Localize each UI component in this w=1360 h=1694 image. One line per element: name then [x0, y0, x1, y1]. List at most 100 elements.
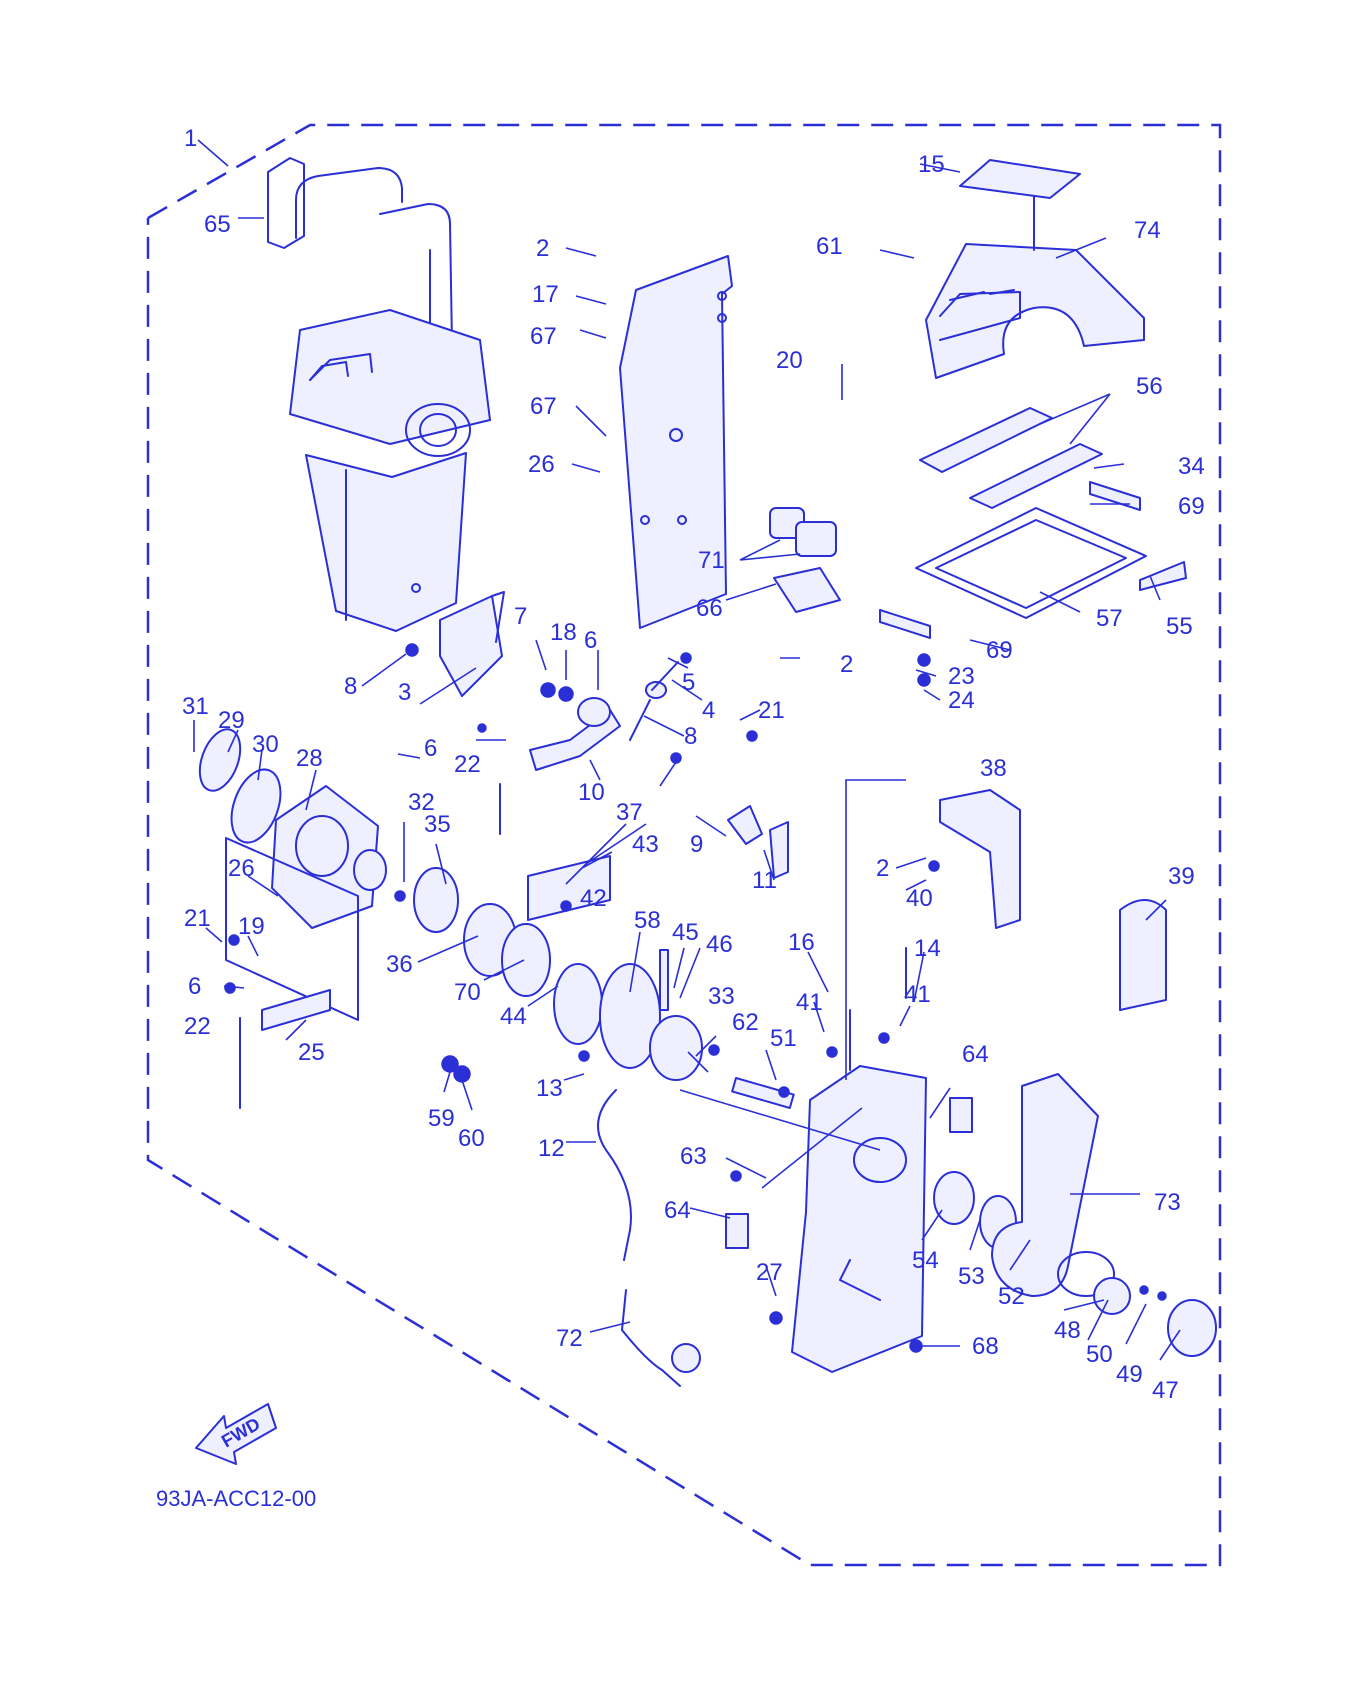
callout-label: 50	[1086, 1341, 1113, 1368]
callout-label: 8	[344, 673, 357, 700]
plate-30	[230, 768, 282, 844]
callout-label: 2	[536, 235, 549, 262]
callout-label: 69	[986, 637, 1013, 664]
callout-label: 19	[238, 913, 265, 940]
callout-label: 27	[756, 1259, 783, 1286]
callout-label: 30	[252, 731, 279, 758]
callout-label: 66	[696, 595, 723, 622]
callout-label: 15	[918, 151, 945, 178]
callout-label: 29	[218, 707, 245, 734]
fwd-arrow-icon: FWD	[195, 1403, 277, 1465]
bracket-56	[919, 407, 1103, 509]
callout-labels: 1 65 2 17 67 67 26 61 15 74 20 56 34 69 …	[182, 125, 1205, 1404]
callout-label: 67	[530, 393, 557, 420]
handle-arm-73	[991, 1073, 1115, 1297]
cap-48	[1093, 1277, 1131, 1315]
callout-label: 38	[980, 755, 1007, 782]
knob-35a	[353, 849, 387, 891]
side-plate	[619, 255, 733, 629]
callout-label: 40	[906, 885, 933, 912]
callout-label: 9	[690, 831, 703, 858]
callout-label: 20	[776, 347, 803, 374]
callout-label: 46	[706, 931, 733, 958]
grip-38	[939, 789, 1021, 929]
callout-label: 52	[998, 1283, 1025, 1310]
callout-label: 23	[948, 663, 975, 690]
plate-64-upper	[949, 1097, 973, 1133]
callout-label: 65	[204, 211, 231, 238]
bushing-5-4	[645, 661, 679, 699]
callout-label: 44	[500, 1003, 527, 1030]
bushing-54	[933, 1171, 975, 1225]
callout-label: 11	[752, 867, 777, 894]
callout-label: 57	[1096, 605, 1123, 632]
assembly-border	[146, 123, 1222, 1567]
callout-label: 55	[1166, 613, 1193, 640]
callout-label: 21	[184, 905, 211, 932]
callout-label: 6	[424, 735, 437, 762]
callout-label: 26	[528, 451, 555, 478]
gear-44	[553, 963, 603, 1045]
callout-label: 7	[514, 603, 527, 630]
callout-label: 8	[684, 723, 697, 750]
callout-label: 64	[664, 1197, 691, 1224]
remote-control-assembly	[267, 157, 491, 632]
plate-64-lower	[725, 1213, 749, 1249]
gear-46	[649, 1015, 703, 1081]
pad-55	[1139, 561, 1187, 591]
callout-label: 37	[616, 799, 643, 826]
pad-69-upper	[1089, 481, 1141, 511]
callout-label: 13	[536, 1075, 563, 1102]
callout-label: 2	[840, 651, 853, 678]
callout-label: 32	[408, 789, 435, 816]
callout-label: 69	[1178, 493, 1205, 520]
callout-label: 36	[386, 951, 413, 978]
spring-35	[413, 867, 459, 933]
callout-label: 62	[732, 1009, 759, 1036]
callout-label: 74	[1134, 217, 1161, 244]
callout-label: 16	[788, 929, 815, 956]
callout-label: 39	[1168, 863, 1195, 890]
callout-label: 4	[702, 697, 715, 724]
callout-label: 61	[816, 233, 843, 260]
main-housing	[791, 1065, 927, 1373]
callout-label: 12	[538, 1135, 565, 1162]
callout-label: 53	[958, 1263, 985, 1290]
pin-45	[659, 949, 669, 1011]
callout-label: 21	[758, 697, 785, 724]
callout-label: 58	[634, 907, 661, 934]
callout-label: 71	[698, 547, 725, 574]
callout-label: 42	[580, 885, 607, 912]
callout-label: 51	[770, 1025, 797, 1052]
bracket-9-11	[727, 805, 789, 879]
callout-label: 63	[680, 1143, 707, 1170]
callout-label: 43	[632, 831, 659, 858]
knob-39	[1119, 899, 1167, 1011]
callout-label: 41	[904, 981, 931, 1008]
callout-label: 1	[184, 125, 197, 152]
callout-label: 47	[1152, 1377, 1179, 1404]
callout-label: 31	[182, 693, 209, 720]
plate-15	[959, 159, 1081, 199]
callout-label: 41	[796, 989, 823, 1016]
washer-58	[599, 963, 661, 1069]
switches-71	[769, 507, 837, 557]
plate-25-small	[261, 989, 331, 1031]
callout-label: 64	[962, 1041, 989, 1068]
knob-47	[1167, 1299, 1217, 1357]
callout-label: 67	[530, 323, 557, 350]
plate-29	[198, 728, 242, 792]
pad-69-lower	[879, 609, 931, 639]
callout-label: 25	[298, 1039, 325, 1066]
callout-label: 49	[1116, 1361, 1143, 1388]
callout-label: 17	[532, 281, 559, 308]
block-66	[773, 567, 841, 613]
callout-label: 48	[1054, 1317, 1081, 1344]
callout-label: 22	[454, 751, 481, 778]
callout-label: 56	[1136, 373, 1163, 400]
callout-label: 2	[876, 855, 889, 882]
callout-label: 60	[458, 1125, 485, 1152]
plates-43	[527, 855, 611, 921]
wire-72	[621, 1289, 681, 1387]
